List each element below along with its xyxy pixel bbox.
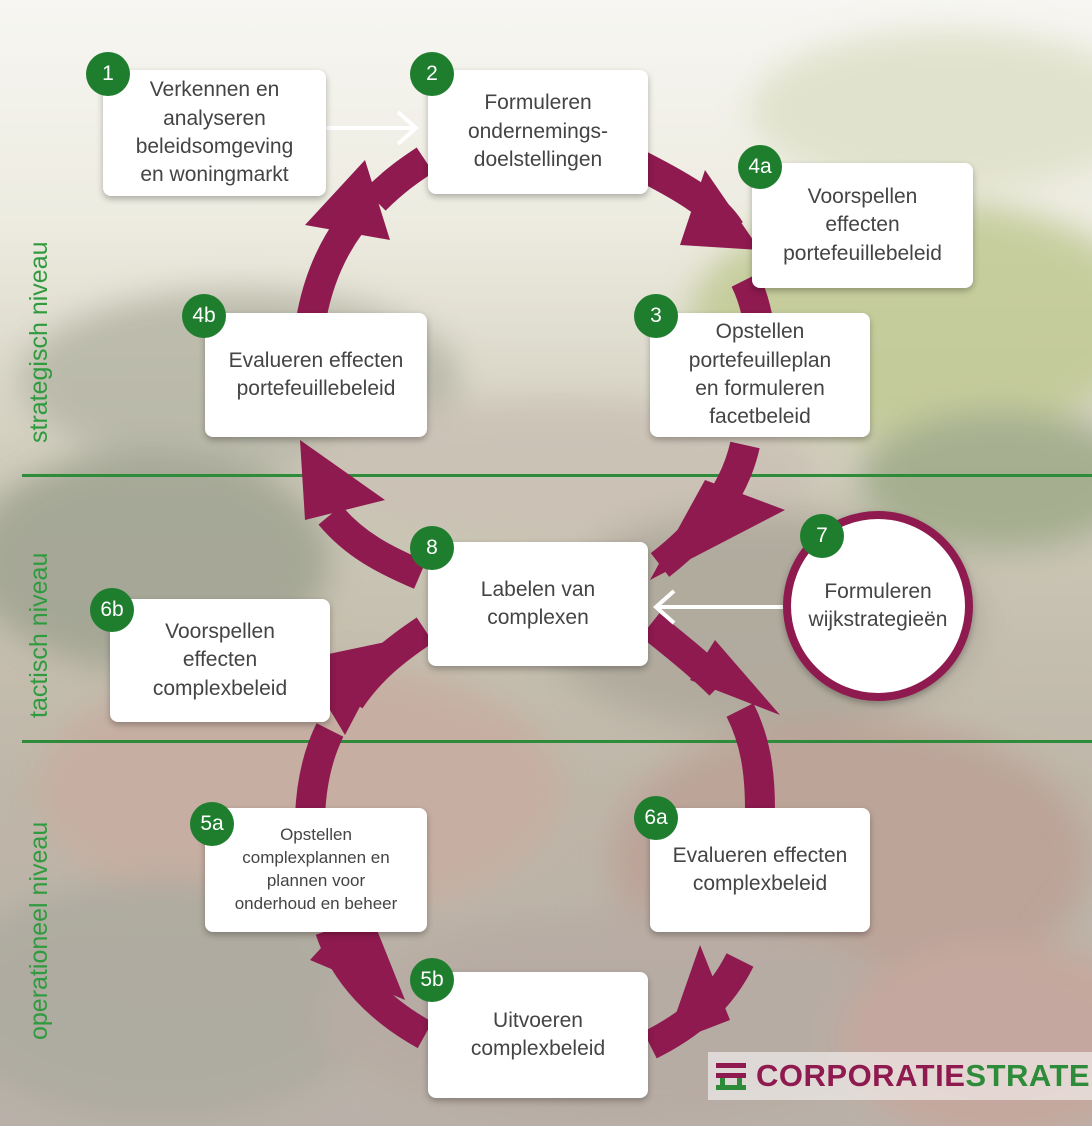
step-5b-badge: 5b xyxy=(410,958,454,1002)
step-6a-label: Evalueren effecten complexbeleid xyxy=(672,843,848,895)
arrow-segment-top xyxy=(364,147,434,211)
level-divider-strategic-tactical xyxy=(22,474,1092,477)
step-2-box: Formuleren ondernemings- doelstellingen xyxy=(428,70,648,194)
logo-text-part1: CORPORATIE xyxy=(756,1058,966,1093)
level-divider-tactical-operational xyxy=(22,740,1092,743)
step-5b-label: Uitvoeren complexbeleid xyxy=(470,1008,606,1060)
arrowhead-4b xyxy=(300,440,385,520)
arrow-1-to-2-head xyxy=(396,110,420,146)
step-1-badge: 1 xyxy=(86,52,130,96)
step-8-box: Labelen van complexen xyxy=(428,542,648,666)
brand-logo: CORPORATIE STRATEEG xyxy=(708,1052,1092,1100)
arrowhead-5b xyxy=(310,900,405,1000)
step-5a-badge: 5a xyxy=(190,802,234,846)
step-6b-box: Voorspellen effecten complexbeleid xyxy=(110,599,330,722)
step-7-badge: 7 xyxy=(800,514,844,558)
arrow-segment-6a-up xyxy=(726,703,775,811)
arrowhead-4a xyxy=(680,170,760,250)
arrowhead-6a-bottom xyxy=(665,945,730,1045)
step-7-label: Formuleren wijkstrategieën xyxy=(808,579,948,631)
arrowhead-8-from-3 xyxy=(650,480,785,580)
step-6a-box: Evalueren effecten complexbeleid xyxy=(650,808,870,932)
arrow-7-to-8-head xyxy=(652,589,676,625)
step-5b-box: Uitvoeren complexbeleid xyxy=(428,972,648,1098)
step-4a-box: Voorspellen effecten portefeuillebeleid xyxy=(752,163,973,288)
step-5a-label: Opstellen complexplannen en plannen voor… xyxy=(234,825,398,913)
step-4b-box: Evalueren effecten portefeuillebeleid xyxy=(205,313,427,437)
step-3-badge: 3 xyxy=(634,294,678,338)
step-8-label: Labelen van complexen xyxy=(480,577,596,629)
logo-text-part2: STRATEEG xyxy=(965,1058,1092,1093)
arrowhead-2 xyxy=(305,160,390,240)
step-4b-label: Evalueren effecten portefeuillebeleid xyxy=(228,348,404,400)
step-6b-label: Voorspellen effecten complexbeleid xyxy=(152,619,288,700)
step-1-box: Verkennen en analyseren beleidsomgeving … xyxy=(103,70,326,196)
step-2-label: Formuleren ondernemings- doelstellingen xyxy=(467,91,609,172)
logo-mark-icon xyxy=(716,1063,746,1090)
step-5a-box: Opstellen complexplannen en plannen voor… xyxy=(205,808,427,932)
step-6a-badge: 6a xyxy=(634,796,678,840)
step-8-badge: 8 xyxy=(410,526,454,570)
arrowhead-8-bottom xyxy=(690,640,780,715)
step-6b-badge: 6b xyxy=(90,588,134,632)
step-4b-badge: 4b xyxy=(182,294,226,338)
step-1-label: Verkennen en analyseren beleidsomgeving … xyxy=(135,78,294,187)
step-4a-badge: 4a xyxy=(738,145,782,189)
step-2-badge: 2 xyxy=(410,52,454,96)
arrow-segment-8-to-4b xyxy=(318,505,426,589)
step-3-label: Opstellen portefeuilleplan en formuleren… xyxy=(688,320,832,429)
step-4a-label: Voorspellen effecten portefeuillebeleid xyxy=(783,184,942,265)
step-3-box: Opstellen portefeuilleplan en formuleren… xyxy=(650,313,870,437)
